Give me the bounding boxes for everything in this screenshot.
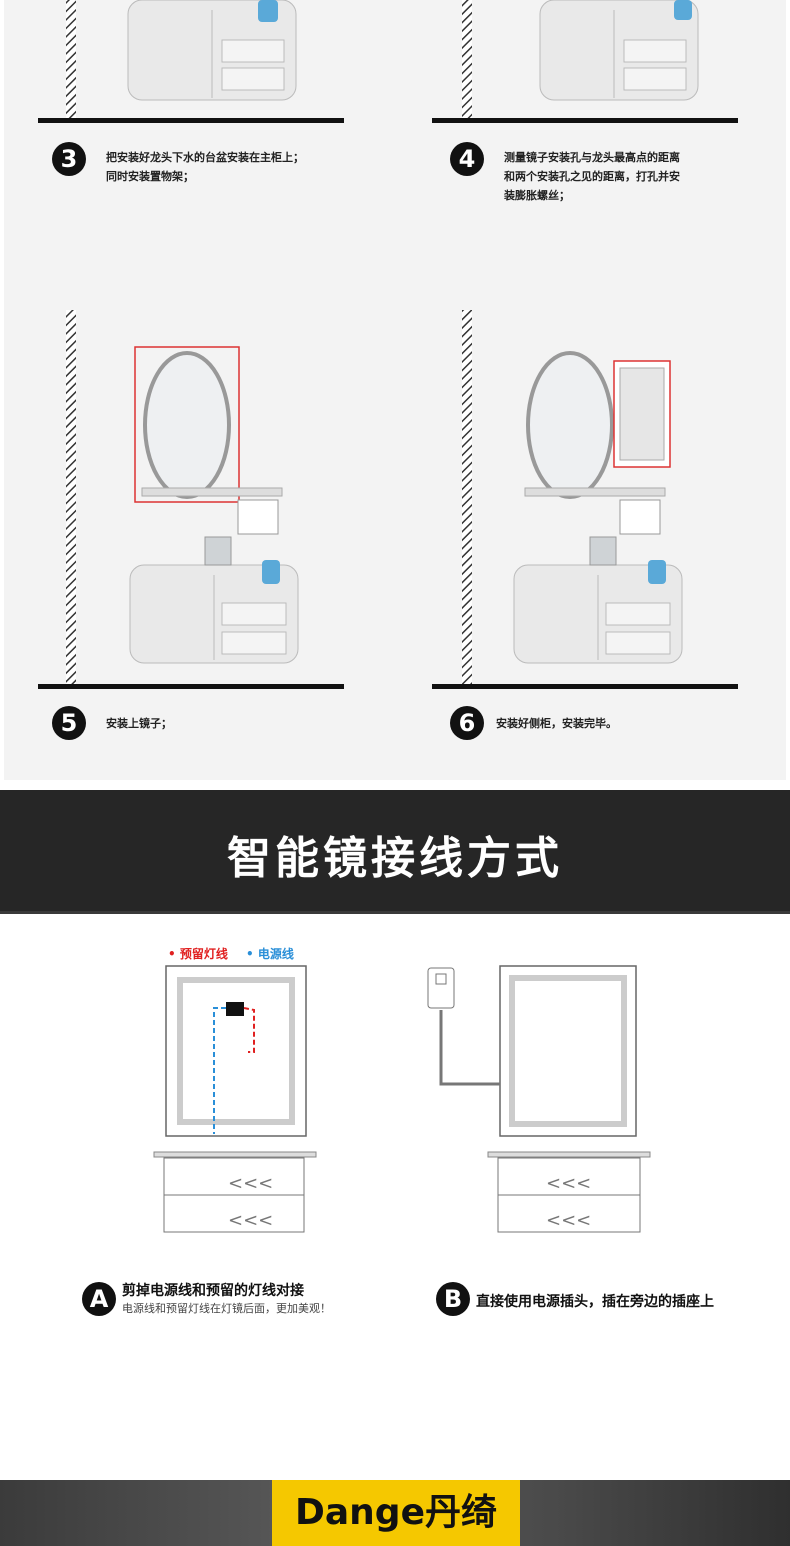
step-4-illustration [432,0,738,123]
brand-logo: Dange丹绮 [272,1480,520,1546]
svg-text:<<<: <<< [546,1210,591,1231]
step-3-number: 3 [52,142,86,176]
step-4-line-3: 装膨胀螺丝； [504,186,680,205]
wiring-diagram-a: <<< <<< [154,966,316,1232]
svg-text:<<<: <<< [228,1173,273,1194]
step-5-text: 安装上镜子； [106,714,172,733]
step-4-number: 4 [450,142,484,176]
step-4-line-2: 和两个安装孔之见的距离，打孔并安 [504,167,680,186]
wiring-diagram-b: <<< <<< [428,966,650,1232]
step-6-illustration [432,310,738,689]
step-4-text: 测量镜子安装孔与龙头最高点的距离 和两个安装孔之见的距离，打孔并安 装膨胀螺丝； [504,148,680,205]
step-3-line-2: 同时安装置物架； [106,167,304,186]
step-4-line-1: 测量镜子安装孔与龙头最高点的距离 [504,148,680,167]
wiring-diagrams: <<< <<< <<< <<< [0,930,790,1250]
method-a-subtitle: 电源线和预留灯线在灯镜后面，更加美观！ [122,1300,331,1316]
step-3-text: 把安装好龙头下水的台盆安装在主柜上； 同时安装置物架； [106,148,304,186]
install-illustrations [0,0,790,780]
step-3-illustration [38,0,344,123]
method-b-title: 直接使用电源插头，插在旁边的插座上 [476,1291,714,1311]
step-6-number: 6 [450,706,484,740]
method-b-badge: B [436,1282,470,1316]
svg-text:<<<: <<< [228,1210,273,1231]
step-5-illustration [38,310,344,689]
section-title: 智能镜接线方式 [0,822,790,886]
step-3-line-1: 把安装好龙头下水的台盆安装在主柜上； [106,148,304,167]
step-5-number: 5 [52,706,86,740]
step-6-text: 安装好侧柜，安装完毕。 [496,714,617,733]
method-a-title: 剪掉电源线和预留的灯线对接 [122,1280,304,1300]
method-a-badge: A [82,1282,116,1316]
svg-text:<<<: <<< [546,1173,591,1194]
